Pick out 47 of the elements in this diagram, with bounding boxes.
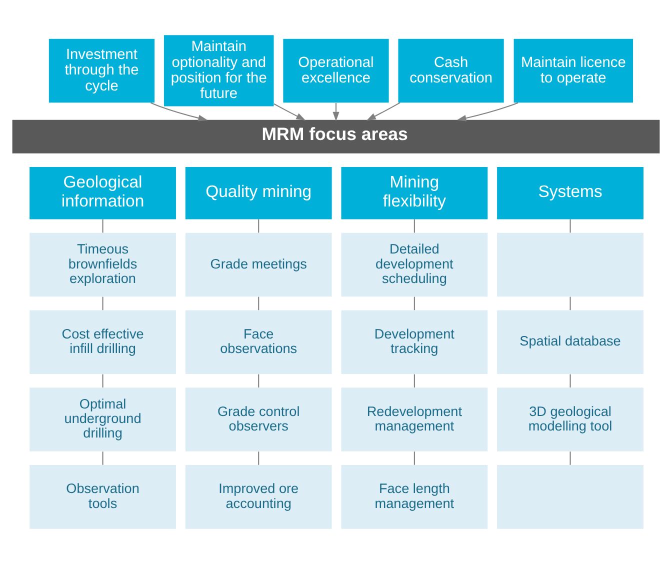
connector <box>102 452 104 465</box>
node-box: Quality mining <box>185 166 332 220</box>
node-box: Observation tools <box>30 465 176 529</box>
connector <box>414 452 415 465</box>
arrow <box>366 102 400 121</box>
connector <box>570 296 571 310</box>
arrow <box>332 102 340 122</box>
arrow <box>456 102 518 122</box>
node-box: Redevelopment management <box>341 388 488 452</box>
connector <box>570 452 571 465</box>
node-box: Face observations <box>185 310 332 374</box>
node-box: 3D geological modelling tool <box>497 388 644 452</box>
connector <box>570 374 571 388</box>
node-box: Mining flexibility <box>341 166 488 220</box>
node-box <box>497 232 644 297</box>
node-box: Timeous brownfields exploration <box>30 232 176 297</box>
connector <box>258 296 260 310</box>
connector <box>570 219 571 233</box>
node-box: Maintain optionality and position for the future <box>164 35 274 106</box>
connector <box>414 296 415 310</box>
arrow <box>274 103 306 120</box>
node-box: Detailed development scheduling <box>341 232 488 297</box>
node-box: Optimal underground drilling <box>30 388 176 452</box>
node-box: Systems <box>497 166 644 220</box>
node-box: Cost effective infill drilling <box>30 310 176 374</box>
connector <box>414 219 415 233</box>
arrow <box>150 102 208 122</box>
connector <box>258 452 260 465</box>
node-box: Grade meetings <box>185 232 332 297</box>
node-box: Operational excellence <box>283 38 389 103</box>
connector <box>102 296 104 310</box>
connector <box>258 374 260 388</box>
node-box: MRM focus areas <box>12 120 660 154</box>
node-box: Maintain licence to operate <box>514 38 634 103</box>
connector <box>102 374 104 388</box>
node-box: Geological information <box>30 166 176 220</box>
connector <box>102 219 104 233</box>
node-box: Grade control observers <box>185 388 332 452</box>
node-box <box>497 465 644 529</box>
node-box: Improved ore accounting <box>185 465 332 529</box>
node-box: Development tracking <box>341 310 488 374</box>
node-box: Cash conservation <box>398 38 504 103</box>
connector <box>414 374 415 388</box>
node-box: Investment through the cycle <box>48 38 155 103</box>
node-box: Spatial database <box>497 310 644 374</box>
node-box: Face length management <box>341 465 488 529</box>
connector <box>258 219 260 233</box>
